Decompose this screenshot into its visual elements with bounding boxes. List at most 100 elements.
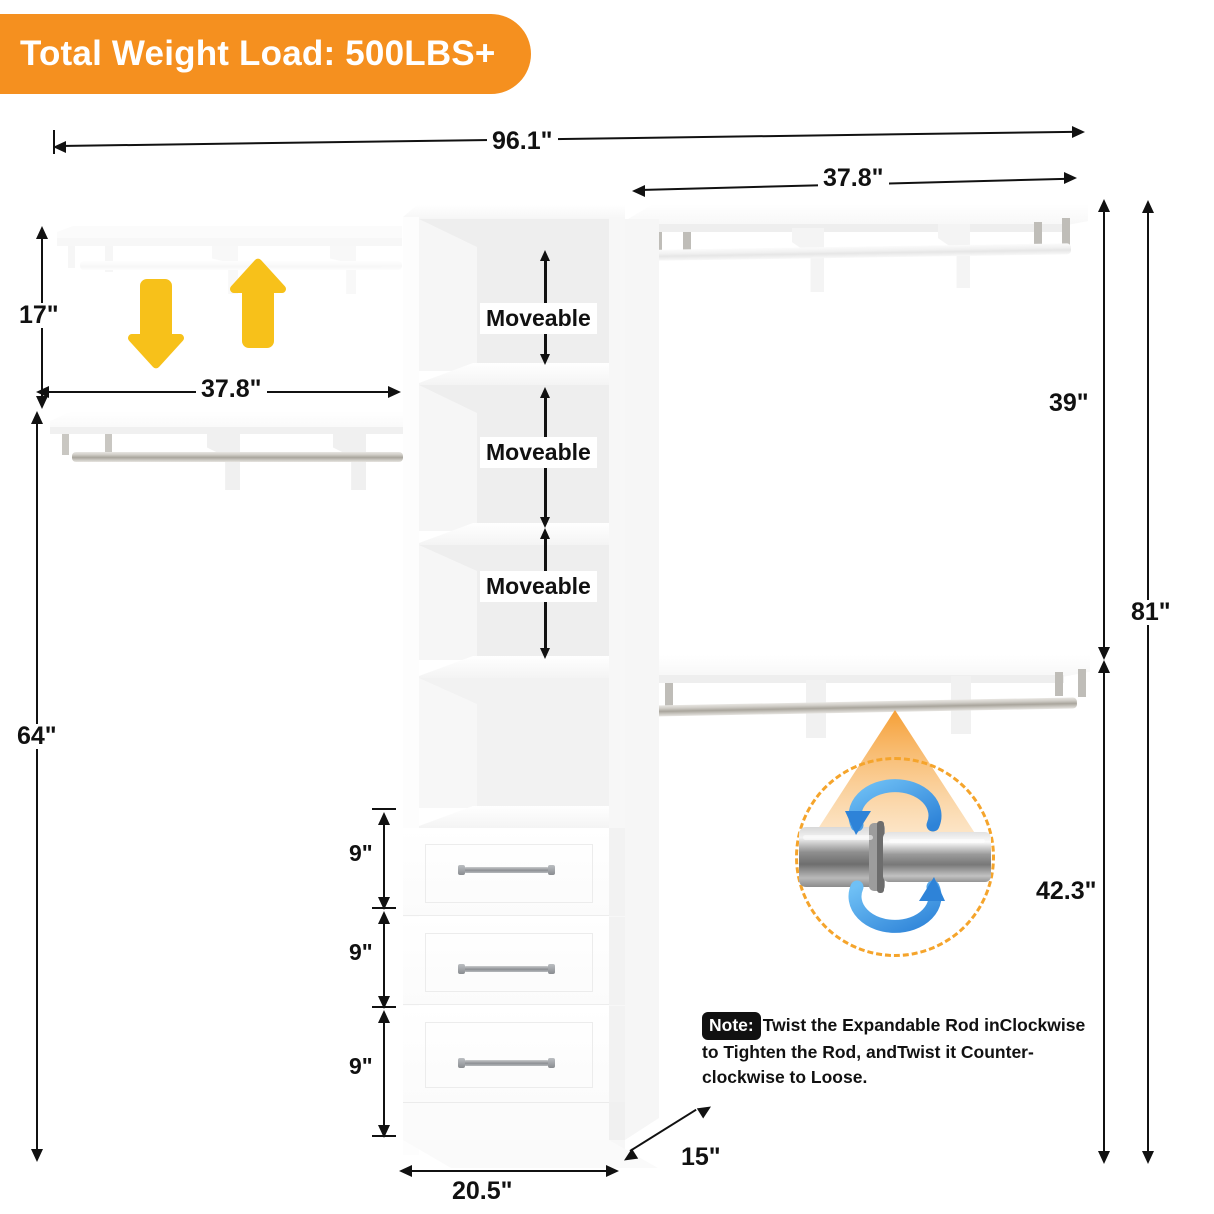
rotation-arrows-icon <box>845 779 945 933</box>
shelf-bracket <box>330 246 356 294</box>
drawer-handle[interactable] <box>463 867 550 873</box>
rod-support-pin <box>1078 669 1086 697</box>
dim-line <box>408 1170 611 1172</box>
moveable-arrow-down-icon <box>540 648 550 659</box>
drawer-handle-cap <box>458 865 465 875</box>
shelf-bracket <box>68 246 75 268</box>
drawer-front[interactable] <box>403 1006 609 1102</box>
note-line-2: to Tighten the Rod, andTwist it Counter- <box>702 1041 1034 1062</box>
dim-line <box>383 820 385 900</box>
dim-label-205: 20.5" <box>447 1179 518 1204</box>
tower-shelf <box>419 656 609 678</box>
shelf-edge <box>623 224 1064 232</box>
dim-line <box>1103 207 1105 650</box>
moveable-arrow-up-icon <box>540 528 550 539</box>
tower-shelf <box>419 363 609 385</box>
note-line-3: clockwise to Loose. <box>702 1066 868 1087</box>
arrowhead-up <box>36 226 48 239</box>
drawer-inset <box>425 1022 593 1088</box>
arrowhead-left <box>53 141 66 153</box>
tower-shelf <box>419 523 609 545</box>
drawer-side <box>609 917 625 1005</box>
arrowhead-right <box>606 1165 619 1177</box>
drawer-handle-cap <box>548 964 555 974</box>
drawer-side <box>609 1006 625 1102</box>
shelf-board <box>57 226 402 238</box>
drawer-inset <box>425 844 593 903</box>
note-line-1: Twist the Expandable Rod inClockwise <box>762 1015 1086 1035</box>
arrowhead-down <box>1098 647 1110 660</box>
moveable-arrow-down-icon <box>540 354 550 365</box>
ext-tick <box>372 1135 396 1137</box>
up-arrow-icon <box>230 258 286 348</box>
tower-top-board <box>403 205 625 219</box>
drawer-handle[interactable] <box>463 1060 550 1066</box>
arrowhead-down <box>378 996 390 1009</box>
dim-label-drawer-3: 9" <box>344 1055 378 1078</box>
ext-tick <box>372 808 396 810</box>
tower-plinth-side <box>609 1102 625 1140</box>
dim-label-64: 64" <box>12 724 62 749</box>
moveable-arrow-up-icon <box>540 387 550 398</box>
dim-line <box>1103 668 1105 1154</box>
dim-label-right-378: 37.8" <box>818 166 889 191</box>
dim-label-drawer-1: 9" <box>344 842 378 865</box>
moveable-arrow-up-icon <box>540 250 550 261</box>
dim-label-17: 17" <box>14 303 64 328</box>
moveable-label-2: Moveable <box>480 437 597 468</box>
shelf-board <box>623 204 1088 226</box>
dim-label-81: 81" <box>1126 600 1176 625</box>
dim-line <box>1147 208 1149 1154</box>
arrowhead-right <box>388 386 401 398</box>
shelf-board <box>50 411 403 427</box>
tower-base-floor <box>403 1140 658 1168</box>
arrowhead-up <box>1098 660 1110 673</box>
cubby-side-shade <box>419 385 477 531</box>
dim-label-drawer-2: 9" <box>344 941 378 964</box>
ext-tick <box>372 1006 396 1008</box>
shelf-edge <box>57 238 402 246</box>
drawer-handle-cap <box>548 865 555 875</box>
weight-load-label: Total Weight Load: 500LBS+ <box>20 34 496 73</box>
dim-label-left-378: 37.8" <box>196 377 267 402</box>
drawer-side <box>609 828 625 916</box>
drawer-front[interactable] <box>403 917 609 1005</box>
moveable-label-1: Moveable <box>480 303 597 334</box>
arrowhead-down <box>378 1125 390 1138</box>
dim-label-96: 96.1" <box>487 129 558 154</box>
shelf-bracket <box>105 246 113 272</box>
rod-support-pin <box>1055 672 1063 696</box>
shelf-bracket <box>333 434 366 490</box>
expandable-rod-detail <box>795 757 995 957</box>
drawer-handle[interactable] <box>463 966 550 972</box>
drawer-inset <box>425 933 593 992</box>
shelf-bracket <box>792 228 824 292</box>
drawer-handle-cap <box>458 964 465 974</box>
arrowhead-up <box>31 411 43 424</box>
arrowhead-right <box>696 1101 715 1119</box>
hanging-rod <box>72 452 403 462</box>
dim-line <box>383 919 385 999</box>
cubby-side-shade <box>419 678 477 808</box>
shelf-bracket <box>207 434 240 490</box>
arrowhead-up <box>378 911 390 924</box>
arrowhead-up <box>378 1010 390 1023</box>
expandable-rod-icon <box>799 821 991 893</box>
note-tag: Note: <box>702 1012 761 1040</box>
arrowhead-up <box>1098 199 1110 212</box>
drawer-handle-cap <box>458 1058 465 1068</box>
dim-line <box>36 419 38 1152</box>
moveable-label-3: Moveable <box>480 571 597 602</box>
dim-line <box>59 130 1082 147</box>
tower-shelf <box>419 806 609 828</box>
tower-plinth <box>403 1102 609 1140</box>
down-arrow-icon <box>128 279 184 369</box>
cubby-side-shade <box>419 219 477 371</box>
rod-support-pin <box>1034 222 1042 246</box>
hanging-rod <box>80 261 402 270</box>
rod-support-pin <box>105 434 112 457</box>
arrowhead-up <box>1142 200 1154 213</box>
tower-depth-face <box>625 219 659 1140</box>
rod-support-pin <box>683 232 691 257</box>
